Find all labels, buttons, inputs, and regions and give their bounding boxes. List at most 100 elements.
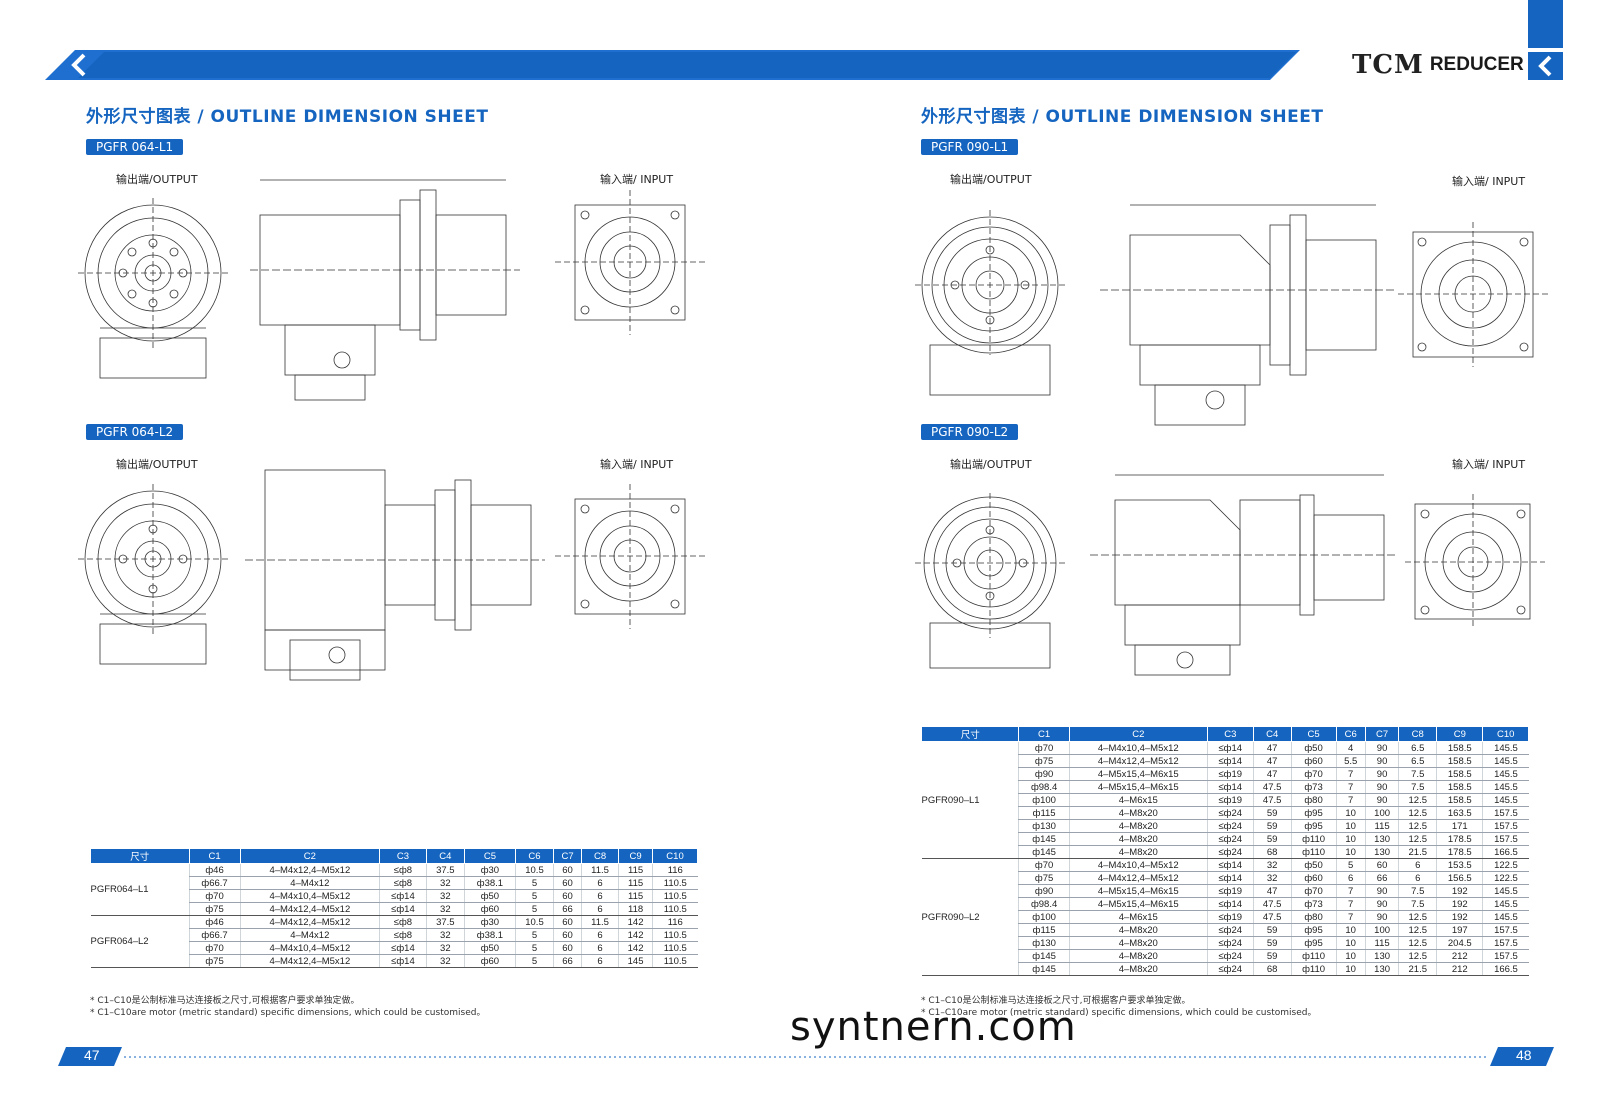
table-cell: 4–M4x12,4–M5x12 xyxy=(239,915,380,929)
table-cell: 4–M8x20 xyxy=(1068,832,1208,846)
table-cell: 4–M4x10,4–M5x12 xyxy=(239,941,380,955)
table-cell: 116 xyxy=(652,915,698,929)
input-label: 输入端/ INPUT xyxy=(1452,458,1526,471)
column-header: C4 xyxy=(425,848,465,864)
table-cell: 4 xyxy=(1335,741,1366,755)
table-cell: 60 xyxy=(553,915,582,929)
table-cell: 12.5 xyxy=(1398,936,1437,950)
table-cell: 5 xyxy=(514,941,554,955)
table-cell: 4–M8x20 xyxy=(1068,949,1208,963)
table-cell: 7.5 xyxy=(1398,897,1437,911)
column-header: C4 xyxy=(1252,726,1292,742)
table-cell: ≤ф14 xyxy=(379,889,427,903)
table-cell: 6 xyxy=(581,902,619,916)
table-cell: 7 xyxy=(1335,884,1366,898)
column-header: C6 xyxy=(514,848,555,864)
table-cell: 47.5 xyxy=(1252,897,1292,911)
table-cell: 59 xyxy=(1252,923,1292,937)
table-cell: 5 xyxy=(514,902,554,916)
column-header: C8 xyxy=(581,848,620,864)
side-view-drawing xyxy=(245,450,545,700)
table-cell: 212 xyxy=(1436,949,1483,963)
table-cell: ф75 xyxy=(1018,871,1070,885)
table-cell: ф70 xyxy=(188,941,241,955)
header-band xyxy=(45,0,1563,80)
side-view-drawing xyxy=(1100,185,1400,445)
output-flange-drawing xyxy=(915,488,1065,688)
table-cell: ф70 xyxy=(1018,741,1070,755)
next-page-icon[interactable] xyxy=(1530,53,1560,79)
table-cell: ф70 xyxy=(1018,858,1070,872)
table-cell: 60 xyxy=(553,889,582,903)
table-cell: ф95 xyxy=(1290,806,1337,820)
table-cell: 145.5 xyxy=(1482,910,1529,924)
table-cell: 59 xyxy=(1252,949,1292,963)
table-cell: 4–M8x20 xyxy=(1068,806,1208,820)
table-cell: 60 xyxy=(553,928,582,942)
side-view-drawing xyxy=(250,160,530,410)
table-cell: 6.5 xyxy=(1398,754,1437,768)
table-cell: ф30 xyxy=(463,915,516,929)
table-cell: 157.5 xyxy=(1482,806,1529,820)
input-flange-drawing xyxy=(555,484,705,634)
table-cell: ≤ф24 xyxy=(1206,832,1254,846)
table-cell: 90 xyxy=(1364,780,1399,794)
table-cell: 10 xyxy=(1335,845,1366,859)
table-cell: 90 xyxy=(1364,754,1399,768)
table-cell: ф46 xyxy=(188,915,241,929)
table-cell: ф90 xyxy=(1018,884,1070,898)
column-header: C7 xyxy=(553,848,583,864)
table-cell: 158.5 xyxy=(1436,741,1483,755)
table-cell: 6 xyxy=(581,941,619,955)
table-cell: 166.5 xyxy=(1482,845,1529,859)
page-number-right: 48 xyxy=(1516,1047,1532,1063)
table-cell: ф98.4 xyxy=(1018,780,1070,794)
table-cell: 37.5 xyxy=(425,915,465,929)
table-cell: ф70 xyxy=(1290,884,1337,898)
table-cell: 32 xyxy=(425,902,465,916)
column-header: C9 xyxy=(618,848,654,864)
table-cell: 4–M4x12,4–M5x12 xyxy=(239,954,380,968)
table-cell: ф130 xyxy=(1018,936,1070,950)
side-view-drawing xyxy=(1090,470,1400,700)
table-cell: ф60 xyxy=(463,954,516,968)
table-cell: 145.5 xyxy=(1482,754,1529,768)
table-cell: ф38.1 xyxy=(463,876,516,890)
table-cell: ф30 xyxy=(463,863,516,877)
table-cell: ф70 xyxy=(188,889,241,903)
table-cell: 11.5 xyxy=(581,863,619,877)
table-cell: ≤ф24 xyxy=(1206,845,1254,859)
table-cell: 47 xyxy=(1252,754,1292,768)
input-label: 输入端/ INPUT xyxy=(600,458,674,471)
table-cell: 60 xyxy=(553,863,582,877)
input-flange-drawing xyxy=(1398,222,1548,372)
table-cell: 21.5 xyxy=(1398,962,1437,976)
table-cell: 157.5 xyxy=(1482,949,1529,963)
table-cell: 59 xyxy=(1252,832,1292,846)
table-cell: ≤ф19 xyxy=(1206,793,1254,807)
table-cell: 4–M4x12,4–M5x12 xyxy=(1068,871,1208,885)
table-cell: ф60 xyxy=(463,902,516,916)
prev-page-icon[interactable] xyxy=(58,52,94,78)
table-cell: 5 xyxy=(514,954,554,968)
model-tag-090-l1: PGFR 090-L1 xyxy=(921,139,1019,155)
table-cell: ф50 xyxy=(463,941,516,955)
table-cell: 4–M8x20 xyxy=(1068,923,1208,937)
column-header: C3 xyxy=(379,848,427,864)
table-cell: 32 xyxy=(425,941,465,955)
table-cell: 158.5 xyxy=(1436,754,1483,768)
brand-logo: TCM xyxy=(1352,50,1424,80)
table-cell: 66 xyxy=(553,954,582,968)
table-cell: 100 xyxy=(1364,923,1399,937)
table-cell: ф95 xyxy=(1290,936,1337,950)
table-cell: 145.5 xyxy=(1482,767,1529,781)
table-cell: 116 xyxy=(652,863,698,877)
